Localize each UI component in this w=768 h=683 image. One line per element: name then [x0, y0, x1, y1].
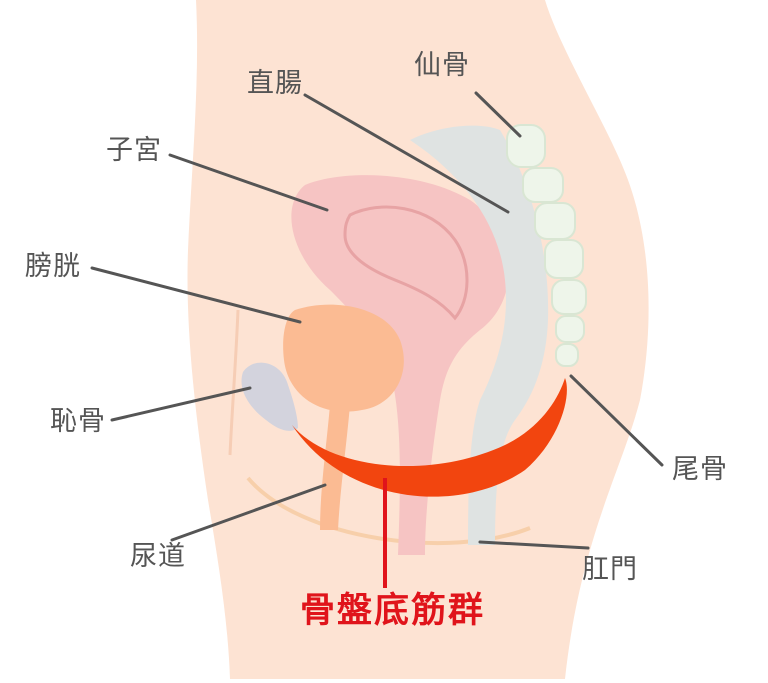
label-uterus: 子宮 — [106, 135, 162, 166]
label-anus: 肛門 — [582, 554, 638, 585]
rectum — [410, 125, 549, 546]
perineum-outline — [246, 476, 531, 546]
sacrum-vertebrae — [506, 124, 587, 367]
label-urethra: 尿道 — [130, 541, 186, 572]
crease-line — [228, 309, 240, 456]
uterus-cavity — [343, 205, 469, 321]
label-pelvic-floor: 骨盤底筋群 — [300, 591, 486, 631]
label-rectum: 直腸 — [247, 68, 303, 99]
label-pubic-bone: 恥骨 — [50, 406, 106, 437]
pelvic-floor-muscle — [292, 378, 567, 497]
leader-lines — [90, 91, 664, 550]
label-coccyx: 尾骨 — [672, 454, 728, 485]
pubic-bone — [241, 362, 298, 431]
bladder — [283, 304, 404, 412]
label-sacrum: 仙骨 — [414, 50, 470, 81]
label-bladder: 膀胱 — [25, 251, 81, 282]
